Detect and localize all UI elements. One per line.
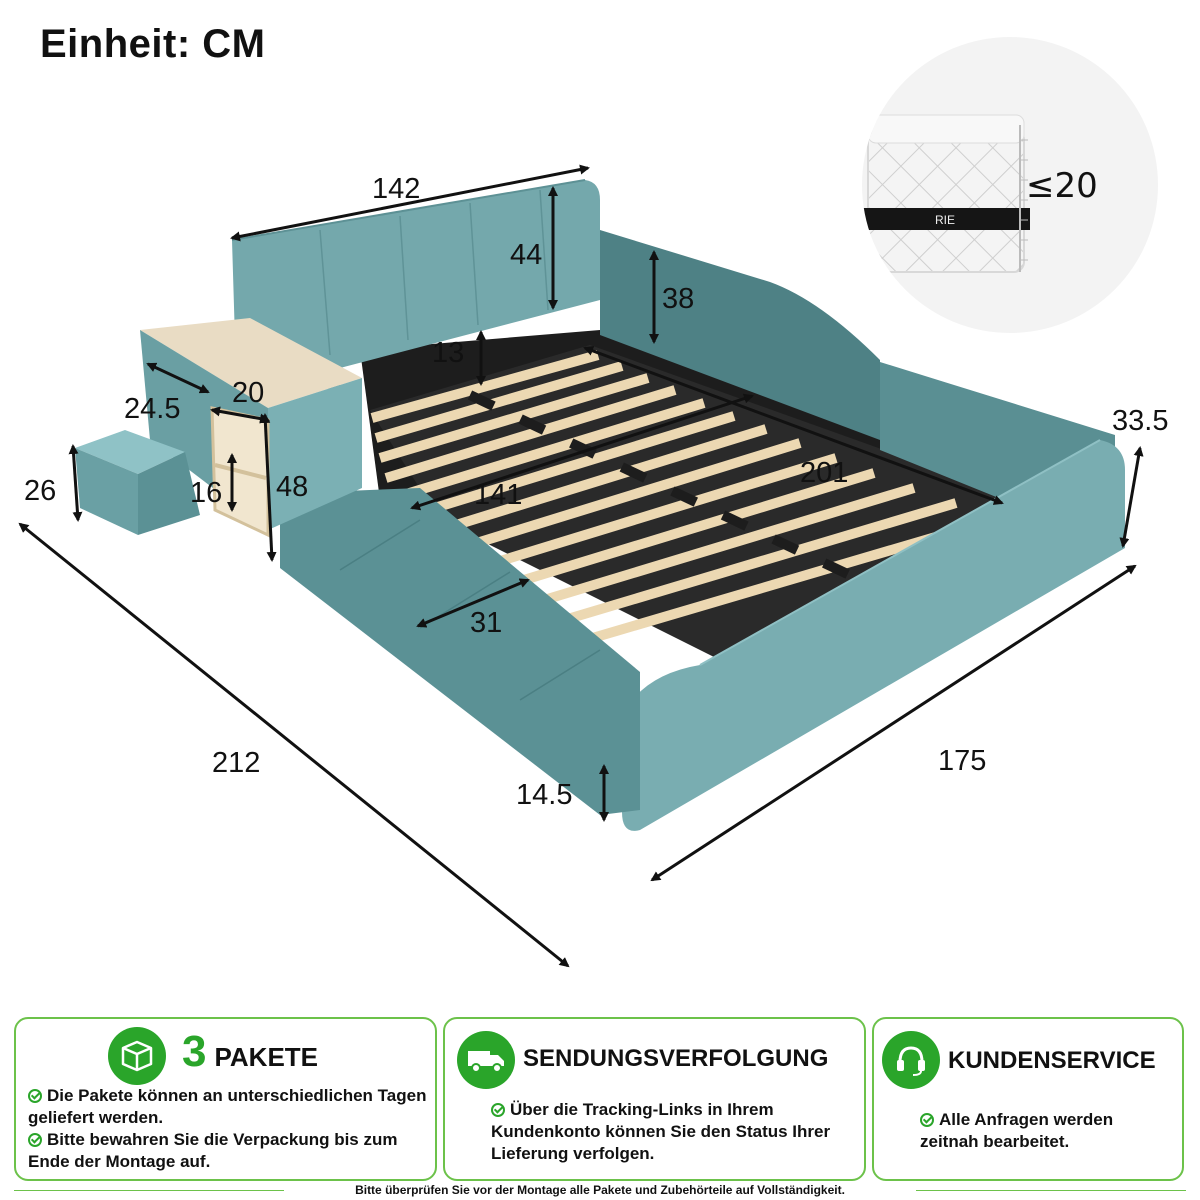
mattress-inset: RIE ≤20 [862,37,1158,333]
list-item: Bitte bewahren Sie die Verpackung bis zu… [28,1130,398,1171]
dim-shelf-width: 20 [232,377,264,409]
list-item: Über die Tracking-Links in Ihrem Kundenk… [491,1100,831,1163]
check-icon [28,1133,42,1147]
packages-title: PAKETE [214,1042,319,1072]
check-icon [920,1113,934,1127]
dim-stool-height: 26 [24,475,56,507]
dim-headboard-height: 44 [510,239,542,271]
svg-text:RIE: RIE [935,213,955,227]
card-service: KUNDENSERVICE Alle Anfragen werden zeitn… [872,1017,1184,1181]
footer-note: Bitte überprüfen Sie vor der Montage all… [355,1183,845,1197]
service-title: KUNDENSERVICE [948,1047,1156,1074]
dim-inner-length: 201 [800,457,848,489]
list-item: Die Pakete können an unterschiedlichen T… [28,1086,427,1127]
dim-headboard-width: 142 [372,173,420,205]
dim-overall-length: 212 [212,747,260,779]
dim-underbed-clearance: 13 [432,337,464,369]
bed-dimension-drawing: 142 44 38 13 24.5 20 26 16 48 141 201 31… [18,37,1168,968]
list-item: Alle Anfragen werden zeitnah bearbeitet. [920,1110,1114,1151]
stool [75,430,200,535]
check-icon [28,1089,42,1103]
packages-count: 3 [182,1027,207,1076]
headset-icon [882,1031,940,1089]
footer-divider-left [14,1190,284,1191]
dimension-labels: 142 44 38 13 24.5 20 26 16 48 141 201 31… [24,173,1168,811]
dim-bench-width: 31 [470,607,502,639]
dim-mattress-max: ≤20 [1026,166,1098,206]
dimension-lines [18,164,1144,968]
page-title: Einheit: CM [40,22,266,66]
dim-side-rail-height: 38 [662,283,694,315]
card-tracking: SENDUNGSVERFOLGUNG Über die Tracking-Lin… [443,1017,866,1181]
dim-base-height: 14.5 [516,779,572,811]
dim-shelf-inner: 16 [190,477,222,509]
footer-divider-right [916,1190,1186,1191]
delivery-truck-icon [457,1031,515,1089]
dim-overall-width: 175 [938,745,986,777]
dim-inner-width: 141 [474,479,522,511]
dim-footboard-height: 33.5 [1112,405,1168,437]
dim-shelf-height: 48 [276,471,308,503]
package-icon [108,1027,166,1085]
check-icon [491,1103,505,1117]
dim-shelf-depth: 24.5 [124,393,180,425]
tracking-title: SENDUNGSVERFOLGUNG [523,1045,829,1072]
